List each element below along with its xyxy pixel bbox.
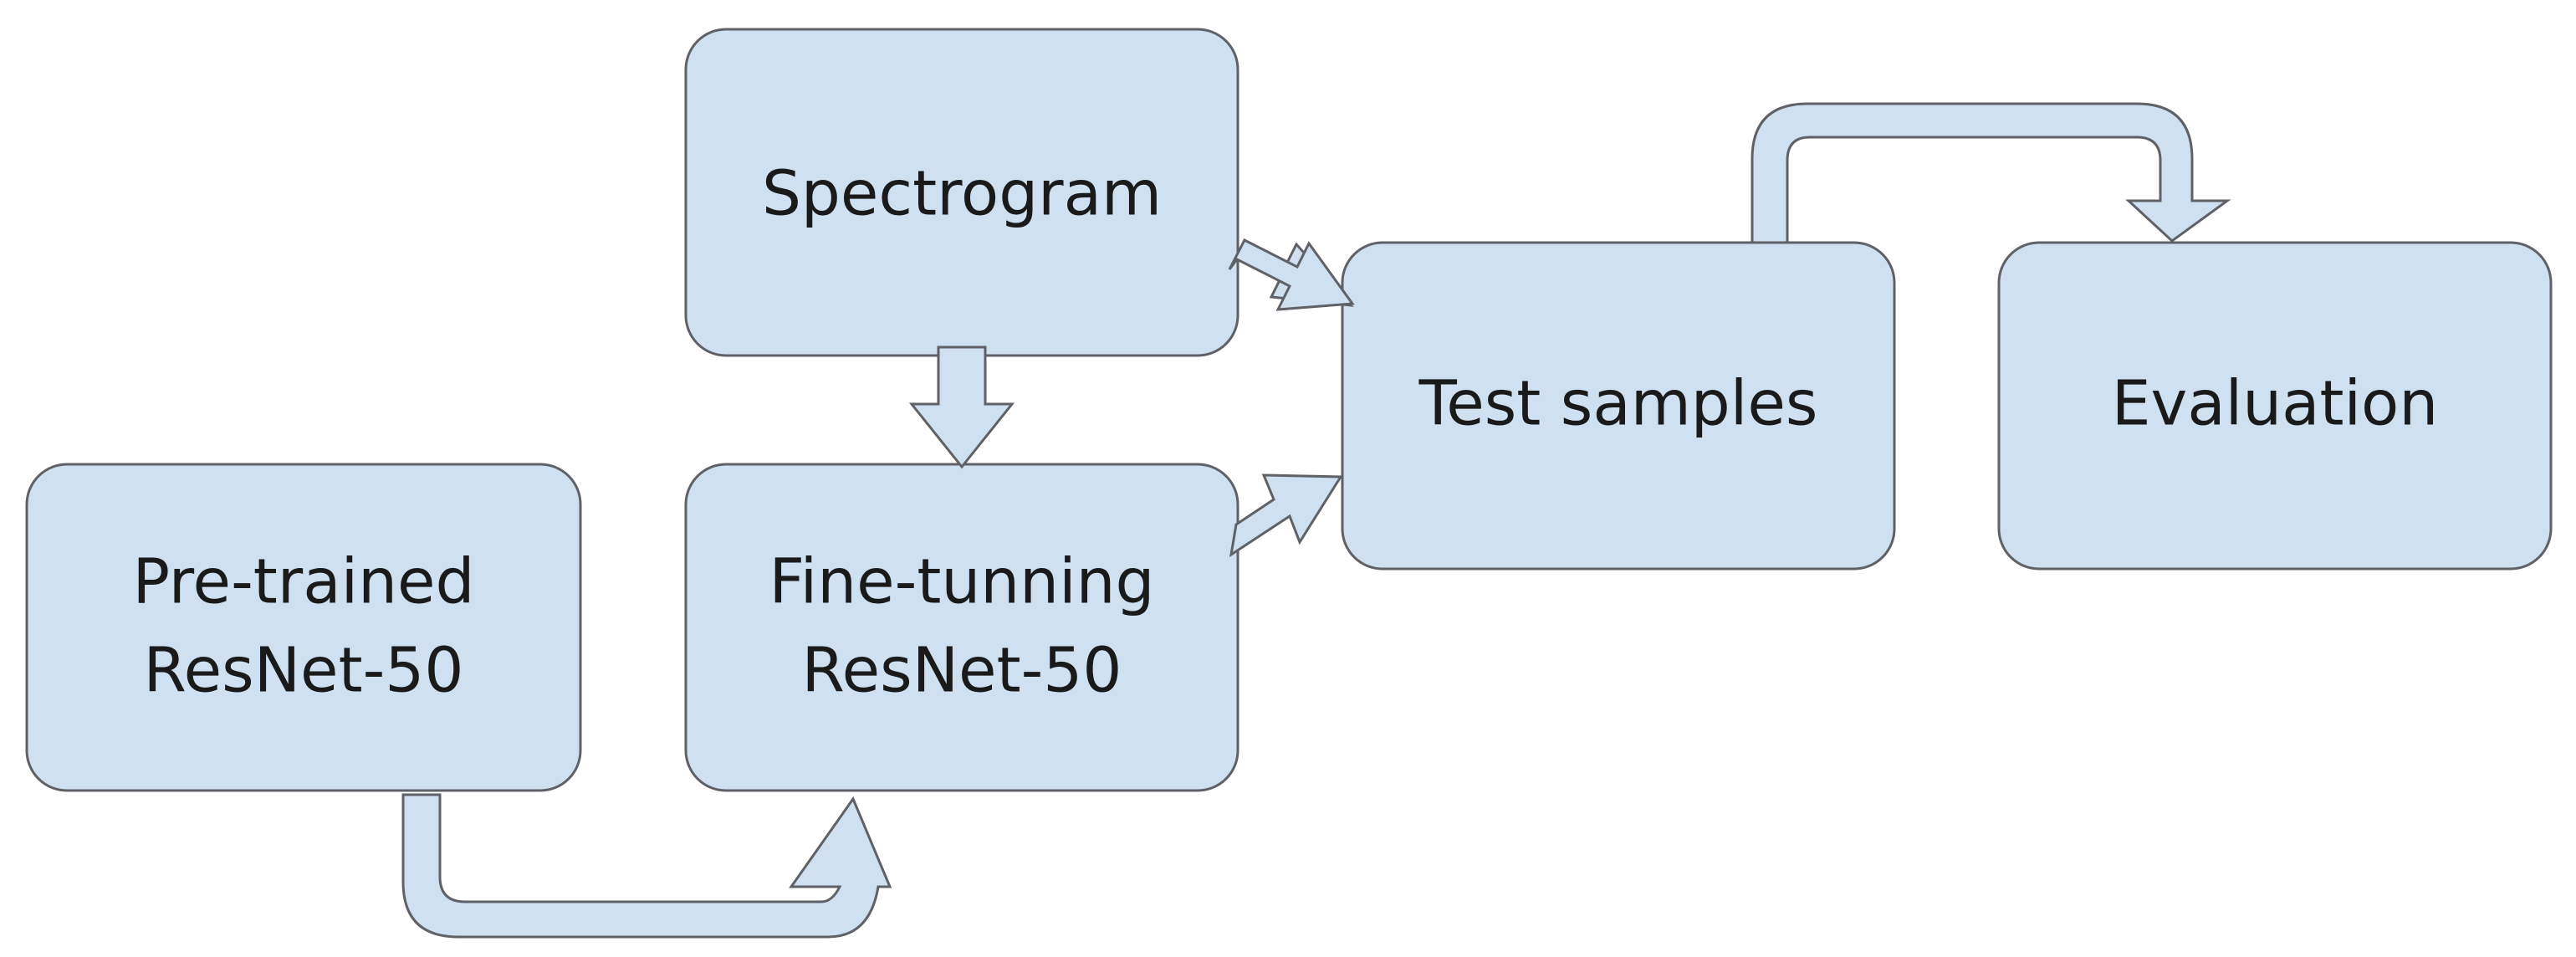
finetuning-label-line2: ResNet-50 (802, 635, 1122, 707)
arrow-spectrogram-to-test-samples-shaft (1228, 238, 1355, 311)
arrow-pretrained-to-finetuning (401, 793, 892, 939)
arrow-spectrogram-to-finetuning (908, 345, 1015, 469)
test-samples-label: Test samples (1418, 368, 1818, 440)
spectrogram-label: Spectrogram (762, 158, 1162, 230)
pretrained-label-line2: ResNet-50 (144, 635, 464, 707)
arrow-finetuning-to-test-samples (1229, 473, 1343, 558)
pretrained-label-line1: Pre-trained (132, 546, 474, 618)
pretrained-resnet-box (25, 463, 582, 792)
finetuning-resnet-box (684, 463, 1239, 792)
evaluation-box (1997, 241, 2553, 571)
evaluation-label: Evaluation (2112, 368, 2438, 440)
arrow-test-samples-to-evaluation (1751, 102, 2231, 244)
finetuning-label-line1: Fine-tunning (769, 546, 1154, 618)
test-samples-box (1341, 241, 1896, 571)
